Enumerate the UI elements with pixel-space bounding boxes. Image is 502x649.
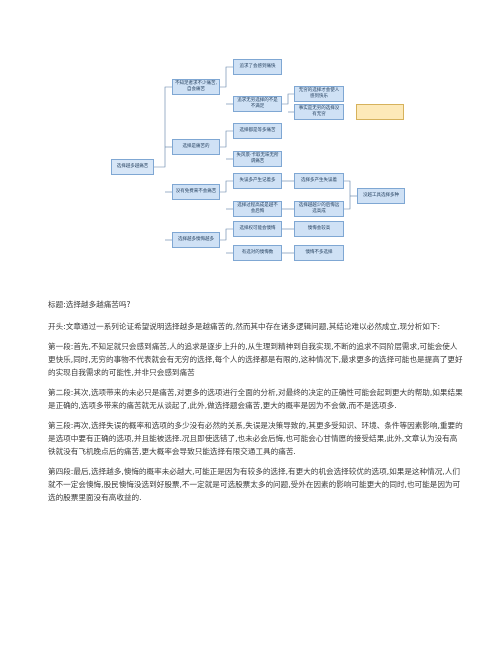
article-paragraph: 开头:文章通过一系列论证希望说明选择越多是越痛苦的,然而其中存在诸多逻辑问题,其… (48, 322, 441, 331)
article-paragraph: 第三段:再次,选择失误的概率和选项的多少没有必然的关系,失误是决策导致的,其更多… (48, 421, 463, 456)
branch-1-child-2: 追求无穷选择的不是不满足 (233, 96, 282, 112)
mind-map-connectors (154, 66, 357, 254)
branch-3-merge-node: 没越工具选择多种 (357, 188, 405, 204)
article-paragraph: 第二段:其次,选项带来的未必只是痛苦,对更多的选项进行全面的分析,对最终的决定的… (48, 388, 463, 410)
article-paragraph: 第四段:最后,选择越多,懊悔的概率未必越大,可能正是因为有较多的选择,有更大的机… (48, 467, 461, 502)
article-title: 标题:选择越多越痛苦吗? (48, 300, 131, 309)
branch-4-grandchild-1: 懊悔会较高 (294, 221, 344, 237)
branch-2-node: 选择是痛苦的 (172, 139, 220, 155)
branch-2-child-2: 失风景·卡取无味无所谓痛苦 (233, 151, 282, 167)
branch-1-grandchild-1: 无穷的选择才会使人感到快乐 (294, 86, 344, 102)
highlight-node (356, 104, 404, 120)
mind-map-root: 选择越多越痛苦 (111, 159, 154, 175)
branch-3-grandchild-2: 选择越越少的后悔远选高成 (294, 201, 344, 217)
branch-3-grandchild-1: 选择多产生失误着 (294, 173, 344, 189)
branch-3-node: 没有免费来不会痛苦 (172, 184, 220, 200)
branch-4-node: 选择越多懊悔越多 (172, 232, 220, 248)
branch-2-child-1: 选择都是等多痛苦 (233, 123, 282, 139)
branch-1-child-1: 追求了会感到痛快 (233, 59, 282, 75)
branch-4-grandchild-2: 懊悔不多选择 (294, 245, 344, 261)
branch-4-child-1: 选择权可能会懊悔 (233, 221, 282, 237)
article-body: 标题:选择越多越痛苦吗? 开头:文章通过一系列论证希望说明选择越多是越痛苦的,然… (48, 298, 464, 511)
branch-3-child-2: 选择过程高成是越不会后悔 (233, 201, 282, 217)
article-paragraph: 第一段:首先,不知足就只会感到痛苦,人的追求是逐步上升的,从生理到精神到自我实现… (48, 342, 463, 377)
branch-4-child-2: 有选对的懊悔数 (233, 245, 282, 261)
branch-3-child-1: 失误多产生记着多 (233, 173, 282, 189)
branch-1-node: 不知足者求不少痛苦,自会痛苦 (172, 79, 220, 95)
branch-1-grandchild-2: 事实是无穷的选择没有无穷 (294, 104, 344, 120)
